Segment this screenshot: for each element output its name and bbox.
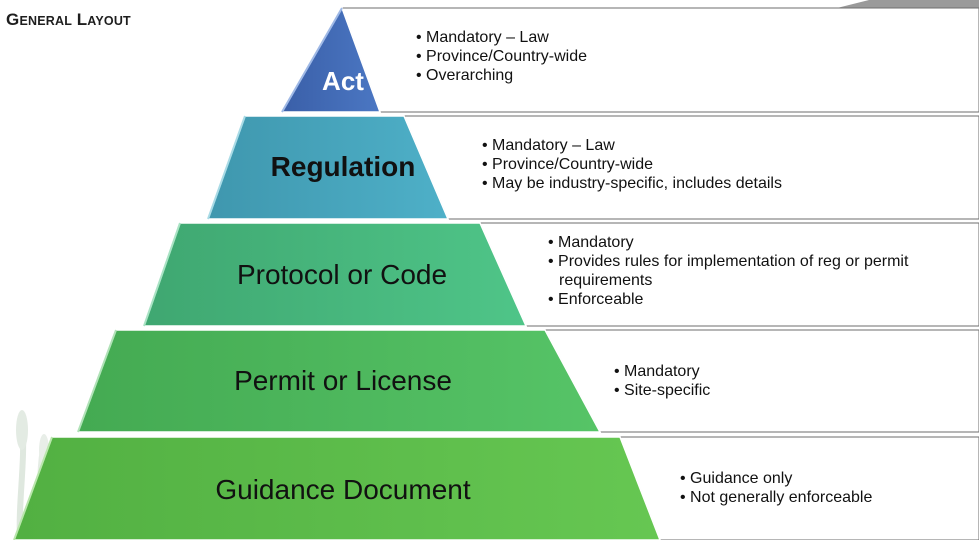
bullet-item: Province/Country-wide [416, 47, 746, 66]
tier-label-permit: Permit or License [234, 365, 452, 396]
bullet-item: Mandatory – Law [416, 28, 746, 47]
tier-label-act: Act [322, 66, 364, 96]
tier-label-protocol: Protocol or Code [236, 259, 448, 290]
heading-rest-1: ENERAL [19, 14, 73, 28]
bullet-item: Site-specific [614, 381, 914, 400]
bullets-regulation: Mandatory – Law Province/Country-wide Ma… [482, 136, 922, 193]
heading-initial-2: L [76, 10, 88, 29]
bullet-item: Overarching [416, 66, 746, 85]
bullet-item: May be industry-specific, includes detai… [482, 174, 922, 193]
bullets-permit: Mandatory Site-specific [614, 362, 914, 400]
bullet-item: Mandatory [548, 233, 948, 252]
bullet-item: Enforceable [548, 290, 948, 309]
heading-initial-1: G [6, 10, 20, 29]
bullet-item: Mandatory – Law [482, 136, 922, 155]
bullet-item: Province/Country-wide [482, 155, 922, 174]
heading-rest-2: AYOUT [87, 14, 131, 28]
pyramid-tiers [13, 6, 661, 540]
bullets-guidance: Guidance only Not generally enforceable [680, 469, 970, 507]
bullet-item: Not generally enforceable [680, 488, 970, 507]
slide-heading: GENERAL LAYOUT [6, 10, 131, 30]
bullets-act: Mandatory – Law Province/Country-wide Ov… [416, 28, 746, 85]
bullet-item: Mandatory [614, 362, 914, 381]
tier-label-regulation: Regulation [270, 151, 416, 182]
bullet-item: Provides rules for implementation of reg… [548, 252, 948, 290]
bullet-item: Guidance only [680, 469, 970, 488]
tier-label-guidance: Guidance Document [215, 474, 471, 505]
bullets-protocol: Mandatory Provides rules for implementat… [548, 233, 948, 309]
